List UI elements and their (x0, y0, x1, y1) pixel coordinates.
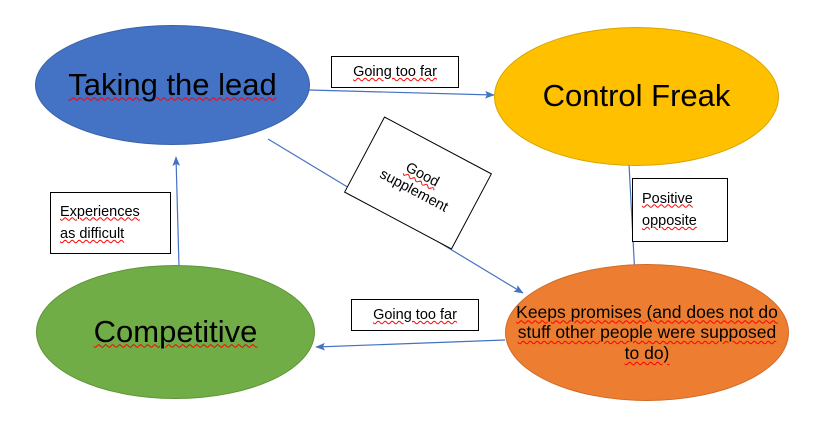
node-competitive-label: Competitive (93, 313, 258, 349)
node-keeps-promises-label: Keeps promises (and does not do stuff ot… (516, 301, 778, 363)
node-taking-the-lead-label: Taking the lead (68, 66, 277, 102)
node-competitive[interactable]: Competitive (36, 265, 315, 399)
edge-label-positive-opposite-line-1: Positive (642, 190, 693, 207)
node-taking-the-lead[interactable]: Taking the lead (35, 25, 310, 145)
edge-lead-to-controlfreak (308, 89, 495, 99)
edge-keepspromises-to-competitive (315, 339, 506, 351)
edge-label-going-too-far-top-line-1: Going too far (353, 63, 437, 80)
edge-label-going-too-far-bottom-line-1: Going too far (373, 306, 457, 323)
edge-label-positive-opposite[interactable]: Positive opposite (632, 178, 728, 242)
edge-label-going-too-far-bottom[interactable]: Going too far (351, 299, 479, 331)
node-keeps-promises[interactable]: Keeps promises (and does not do stuff ot… (505, 264, 789, 401)
edge-label-experiences-as-difficult[interactable]: Experiences as difficult (50, 192, 171, 254)
edge-label-experiences-as-difficult-line-1: Experiences (60, 203, 140, 220)
edge-label-good-supplement[interactable]: Good supplement (343, 116, 493, 250)
edge-label-positive-opposite-line-2: opposite (642, 213, 697, 229)
node-control-freak-label: Control Freak (542, 78, 731, 114)
edge-competitive-to-lead (172, 156, 181, 268)
edge-label-experiences-as-difficult-line-2: as difficult (60, 226, 125, 242)
edge-label-going-too-far-top[interactable]: Going too far (331, 56, 459, 88)
node-control-freak[interactable]: Control Freak (494, 27, 779, 166)
